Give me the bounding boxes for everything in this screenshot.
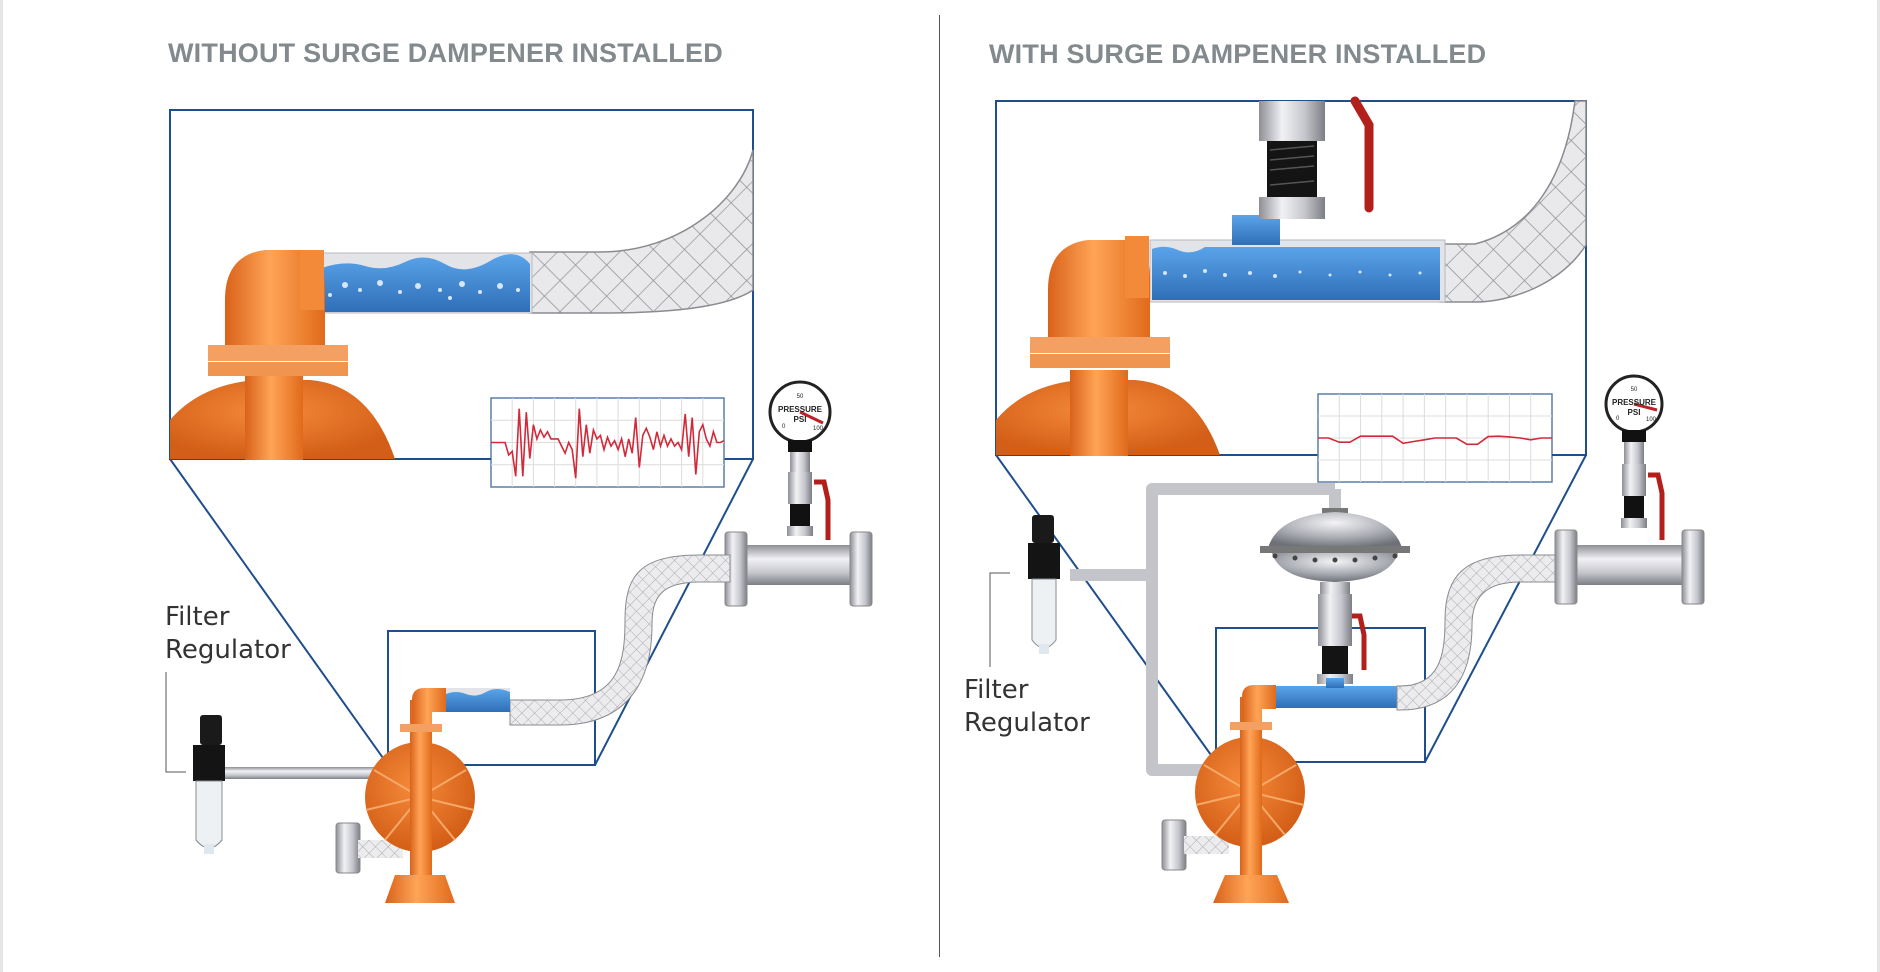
gauge-unit: PSI — [794, 415, 807, 424]
turbulent-fluid-pipe — [319, 252, 533, 314]
braided-hose-zoomed — [529, 149, 754, 314]
panel-title-with-dampener: WITH SURGE DAMPENER INSTALLED — [989, 39, 1487, 69]
gauge-min: 0 — [1616, 416, 1620, 422]
label-line-2: Regulator — [165, 635, 291, 665]
surge-dampener — [1260, 508, 1410, 684]
pressure-chart-smooth — [1317, 393, 1586, 483]
braided-hose-right — [1396, 554, 1561, 711]
pump-elbow-zoomed-right — [996, 236, 1220, 456]
gauge-max: 100 — [813, 426, 824, 432]
label-line-2: Regulator — [964, 708, 1090, 738]
left-panel-illustration: PRESSURE PSI 50 0 100 — [165, 109, 873, 903]
filter-regulator-label-left: Filter Regulator — [165, 601, 291, 667]
flanged-tee-left — [724, 531, 873, 607]
turbulent-fluid-small — [446, 688, 510, 712]
gauge-min: 0 — [782, 424, 786, 430]
diaphragm-pump-left — [335, 688, 475, 903]
air-line-left — [220, 767, 390, 779]
braided-hose-zoomed-right — [1439, 100, 1587, 303]
pressure-gauge-left: PRESSURE PSI 50 0 100 — [768, 380, 832, 540]
panel-divider — [939, 15, 940, 957]
gauge-title: PRESSURE — [1612, 398, 1657, 407]
flanged-tee-right — [1554, 529, 1705, 605]
calm-fluid-tee — [1149, 96, 1446, 303]
panel-title-without-dampener: WITHOUT SURGE DAMPENER INSTALLED — [168, 38, 723, 68]
gauge-max: 100 — [1646, 417, 1657, 423]
gauge-title: PRESSURE — [778, 405, 823, 414]
pressure-gauge-right: PRESSURE PSI 50 0 100 — [1604, 374, 1665, 540]
gauge-mid: 50 — [797, 394, 804, 400]
page-edge-right — [1877, 0, 1880, 972]
calm-fluid-small — [1275, 678, 1397, 708]
pressure-trace-line — [491, 408, 725, 479]
pump-elbow-zoomed — [170, 250, 395, 460]
page-edge-left — [0, 0, 3, 972]
label-line-1: Filter — [964, 675, 1029, 705]
braided-hose-left — [509, 554, 731, 726]
label-leader-right — [989, 572, 1010, 667]
pressure-trace-line — [1318, 435, 1552, 446]
label-leader-left — [165, 672, 186, 773]
pressure-chart-erratic — [470, 397, 725, 488]
filter-regulator-left — [193, 715, 225, 854]
right-panel-illustration: PRESSURE PSI 50 0 100 — [989, 96, 1705, 903]
gauge-unit: PSI — [1628, 408, 1641, 417]
label-line-1: Filter — [165, 602, 230, 632]
filter-regulator-label-right: Filter Regulator — [964, 674, 1090, 740]
filter-regulator-right — [1028, 515, 1060, 654]
gauge-mid: 50 — [1631, 387, 1638, 393]
diaphragm-pump-right — [1161, 685, 1305, 903]
